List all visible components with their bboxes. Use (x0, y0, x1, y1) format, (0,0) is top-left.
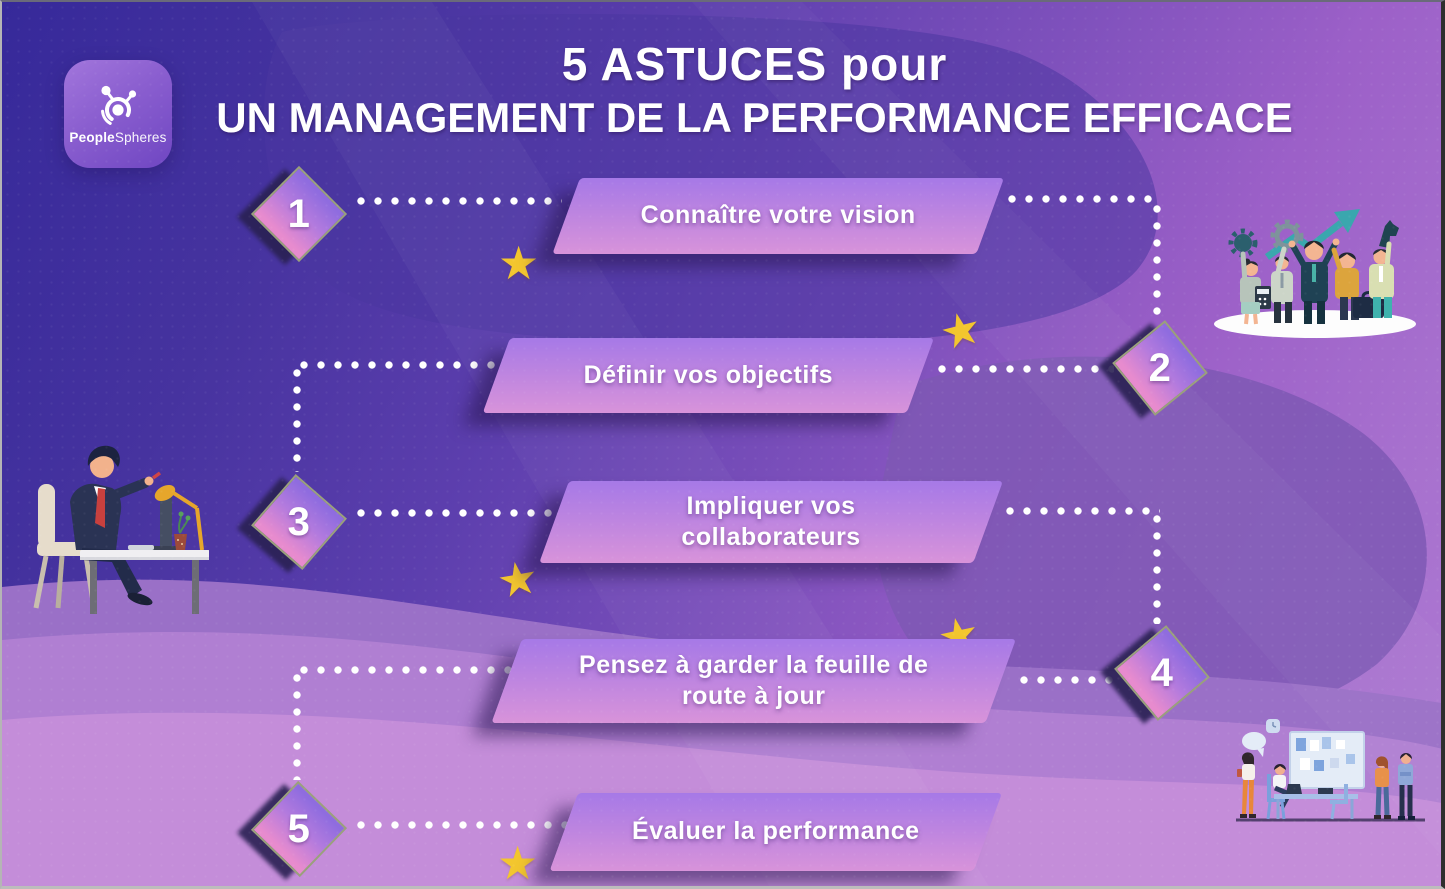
badge-face: 5 (250, 780, 348, 878)
step-number: 3 (287, 499, 311, 544)
step-badge-4: 4 (1100, 625, 1210, 724)
star-icon: ★ (497, 837, 539, 889)
step-banner-2: Définir vos objectifs (482, 338, 934, 413)
connector-2-left (300, 361, 510, 369)
step-label: Pensez à garder la feuille de route à jo… (579, 650, 929, 710)
step-label: Impliquer vos collaborateurs (681, 491, 861, 551)
step-badge-3: 3 (237, 474, 347, 573)
logo-word-people: People (69, 129, 115, 145)
step-badge-2: 2 (1098, 320, 1208, 419)
step-badge-1: 1 (236, 165, 348, 266)
step-banner-4: Pensez à garder la feuille de route à jo… (491, 639, 1016, 723)
badge-face: 3 (251, 474, 347, 570)
step-banner-5: Évaluer la performance (549, 793, 1002, 871)
peoplespheres-orbit-icon (101, 85, 137, 126)
title-line-2: UN MANAGEMENT DE LA PERFORMANCE EFFICACE (216, 94, 1293, 142)
team-celebration-illustration (1214, 209, 1416, 338)
step-banner-3: Impliquer vos collaborateurs (539, 481, 1003, 563)
connector-4-left (300, 666, 517, 674)
connector-4-down (293, 674, 301, 780)
connector-2-right (938, 365, 1114, 373)
team-meeting-whiteboard-illustration (1236, 719, 1425, 822)
badge-face: 1 (250, 165, 348, 263)
connector-4-right (1020, 676, 1116, 684)
title-line-1: 5 ASTUCES pour (561, 38, 948, 90)
step-label: Connaître votre vision (640, 201, 916, 230)
step-number: 4 (1150, 650, 1174, 695)
step-number: 2 (1148, 345, 1172, 390)
peoplespheres-logo: PeopleSpheres (64, 60, 172, 168)
connector-3-left (357, 509, 569, 517)
page-title: 5 ASTUCES pour UN MANAGEMENT DE LA PERFO… (68, 36, 1441, 143)
logo-wordmark: PeopleSpheres (69, 130, 166, 145)
step-label: Définir vos objectifs (583, 360, 834, 389)
connector-1-right (1008, 195, 1161, 203)
connector-3-right (1006, 507, 1160, 515)
step-banner-1: Connaître votre vision (552, 178, 1004, 254)
connector-3-down (1153, 515, 1161, 624)
connector-5-left (357, 821, 587, 829)
star-icon: ★ (498, 237, 540, 289)
step-badge-5: 5 (236, 780, 348, 881)
connector-2-down (293, 369, 301, 472)
connector-1-down (1153, 205, 1161, 320)
step-number: 1 (287, 191, 311, 236)
connector-1-left (357, 197, 562, 205)
step-label: Évaluer la performance (632, 817, 920, 846)
logo-word-spheres: Spheres (114, 129, 167, 145)
step-number: 5 (287, 806, 311, 851)
star-icon: ★ (492, 549, 543, 609)
man-working-at-desk-illustration (33, 445, 209, 614)
